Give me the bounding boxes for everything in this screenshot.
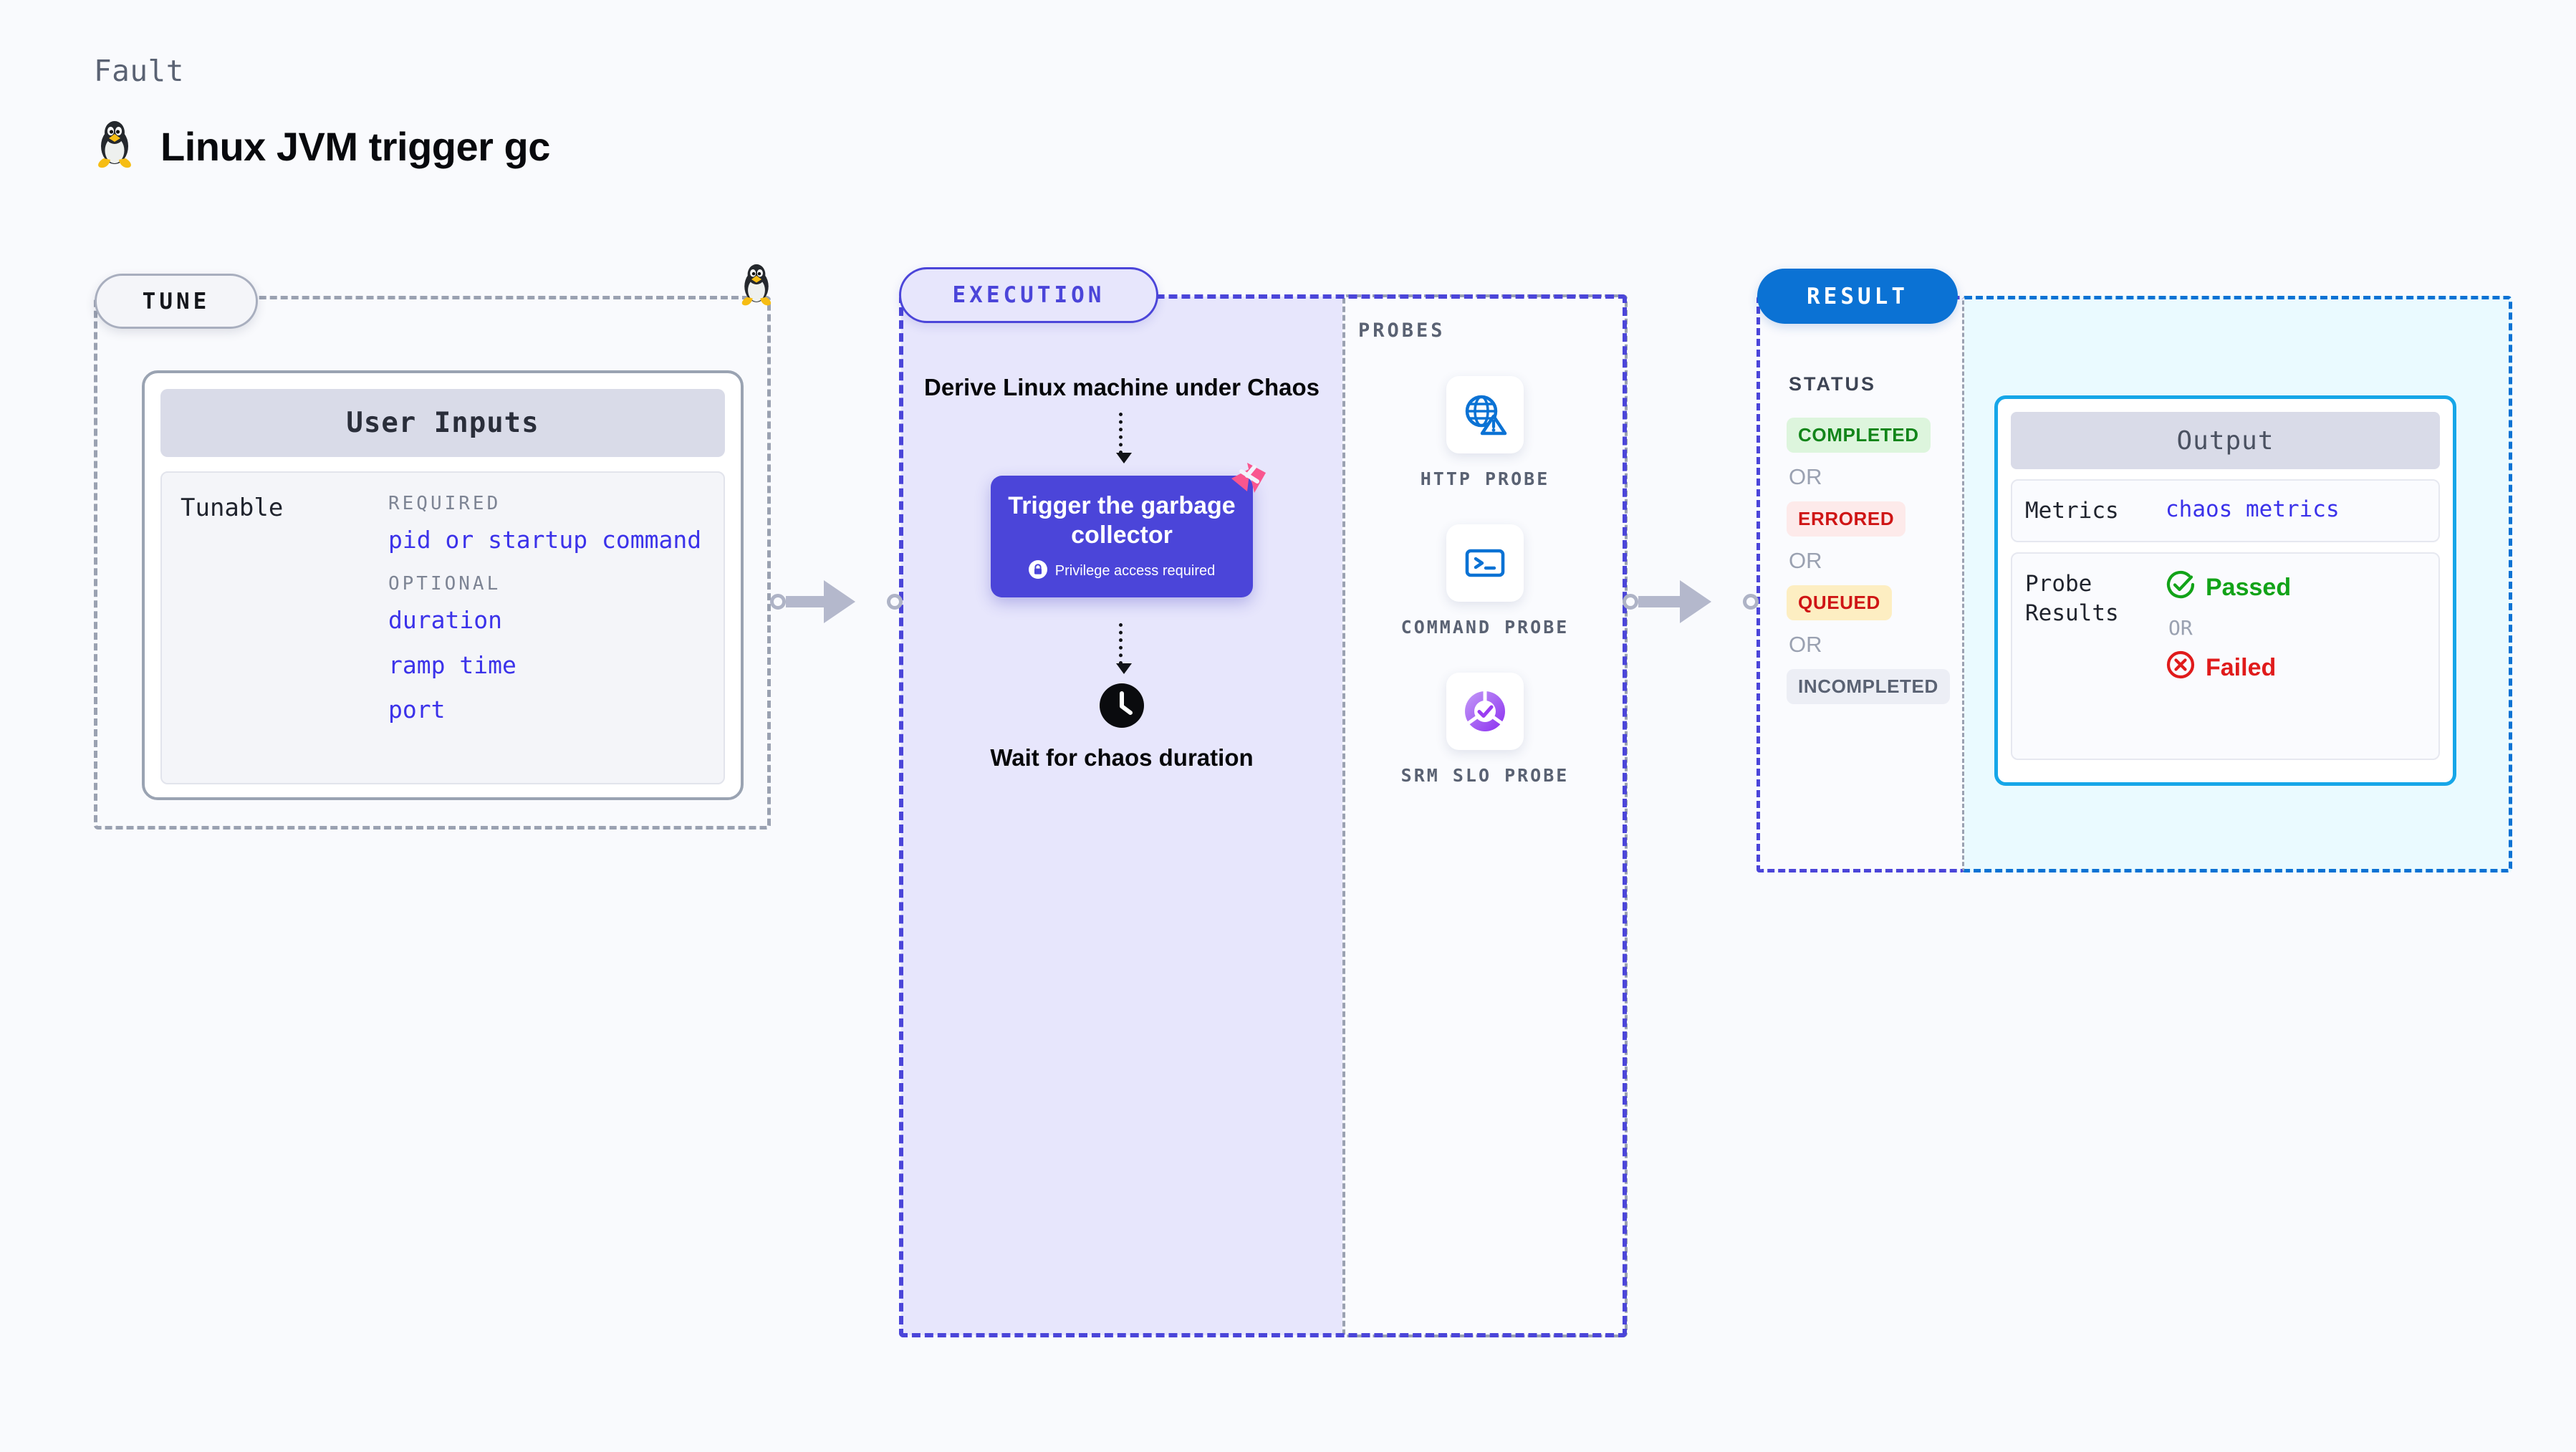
- clock-icon: [1099, 683, 1144, 731]
- or-separator: OR: [1789, 548, 1822, 573]
- probe-results-values: Passed OR Failed: [2166, 569, 2426, 686]
- step-wait-label: Wait for chaos duration: [990, 744, 1254, 771]
- tunable-item[interactable]: duration: [388, 606, 502, 635]
- tunable-label: Tunable: [181, 494, 284, 522]
- page-title-row: Linux JVM trigger gc: [94, 120, 550, 173]
- page-kicker: Fault: [94, 54, 184, 88]
- connector-bar: [786, 596, 825, 607]
- result-status-region: [1756, 296, 1964, 872]
- tune-section-pill[interactable]: TUNE: [95, 274, 258, 329]
- status-badge-completed: COMPLETED: [1787, 418, 1931, 453]
- execution-region: [899, 294, 1627, 1337]
- linux-penguin-icon: [94, 120, 135, 173]
- lock-icon: [1028, 559, 1047, 583]
- connector-execution-to-result: [1623, 580, 1759, 623]
- connector-endpoint-dot: [770, 594, 786, 610]
- connector-endpoint-dot: [1623, 594, 1638, 610]
- privilege-note-label: Privilege access required: [1054, 563, 1216, 580]
- chaos-triangle-icon: [1226, 457, 1272, 506]
- connector-arrowhead: [824, 580, 887, 623]
- step-derive-label: Derive Linux machine under Chaos: [924, 374, 1320, 400]
- tunable-list: REQUIRED pid or startup command OPTIONAL…: [388, 493, 709, 783]
- tunable-item[interactable]: port: [388, 695, 446, 723]
- probe-results-key: Probe Results: [2025, 571, 2119, 626]
- tunable-item[interactable]: pid or startup command: [388, 526, 702, 554]
- probe-list: HTTP PROBE COMMAND PROBE: [1342, 376, 1628, 787]
- metrics-value-link[interactable]: chaos metrics: [2166, 496, 2340, 522]
- probe-item-http[interactable]: HTTP PROBE: [1421, 376, 1550, 491]
- probe-label: SRM SLO PROBE: [1400, 764, 1570, 786]
- execution-flow: Derive Linux machine under Chaos Trigger…: [901, 372, 1342, 773]
- status-badge-queued: QUEUED: [1787, 585, 1892, 620]
- probe-result-failed: Failed: [2166, 650, 2426, 686]
- status-badge-incompleted: INCOMPLETED: [1787, 669, 1950, 704]
- connector-endpoint-dot: [1743, 594, 1759, 610]
- result-section-pill[interactable]: RESULT: [1757, 269, 1958, 324]
- privilege-note: Privilege access required: [1002, 559, 1241, 583]
- execution-section-pill[interactable]: EXECUTION: [899, 267, 1158, 323]
- tune-region: [94, 296, 771, 830]
- user-inputs-title: User Inputs: [160, 389, 725, 457]
- passed-label: Passed: [2206, 574, 2292, 602]
- connector-arrowhead: [1680, 580, 1743, 623]
- output-card: Output Metrics chaos metrics Probe Resul…: [1994, 395, 2456, 786]
- check-circle-icon: [2166, 569, 2196, 606]
- terminal-icon: [1446, 524, 1524, 602]
- page-title: Linux JVM trigger gc: [160, 124, 550, 169]
- execution-fill: [901, 297, 1342, 1335]
- failed-label: Failed: [2206, 654, 2277, 682]
- output-title: Output: [2011, 412, 2440, 469]
- trigger-gc-title: Trigger the garbage collector: [1008, 492, 1236, 549]
- or-separator: OR: [2168, 616, 2193, 640]
- metrics-key: Metrics: [2025, 498, 2119, 524]
- wait-step: Wait for chaos duration: [990, 670, 1254, 773]
- probe-item-command[interactable]: COMMAND PROBE: [1401, 524, 1570, 640]
- group-heading-optional: OPTIONAL: [388, 573, 501, 595]
- output-row-probe-results: Probe Results Passed OR: [2011, 552, 2440, 761]
- tunable-item[interactable]: ramp time: [388, 650, 516, 679]
- probe-label: COMMAND PROBE: [1400, 616, 1570, 638]
- probes-section-label: PROBES: [1358, 319, 1446, 342]
- status-badge-errored: ERRORED: [1787, 501, 1906, 537]
- connector-tune-to-execution: [770, 580, 903, 623]
- user-inputs-body: Tunable REQUIRED pid or startup command …: [160, 471, 725, 784]
- probe-label: HTTP PROBE: [1420, 468, 1550, 489]
- linux-penguin-icon: [738, 264, 775, 310]
- group-heading-required: REQUIRED: [388, 493, 501, 514]
- or-separator: OR: [1789, 632, 1822, 657]
- user-inputs-card: User Inputs Tunable REQUIRED pid or star…: [142, 370, 744, 800]
- or-separator: OR: [1789, 464, 1822, 489]
- flow-arrow-2: [1115, 622, 1132, 674]
- slo-donut-check-icon: [1446, 672, 1524, 750]
- probe-result-passed: Passed: [2166, 569, 2426, 606]
- probe-item-srm-slo[interactable]: SRM SLO PROBE: [1400, 672, 1570, 788]
- status-list: COMPLETED OR ERRORED OR QUEUED OR INCOMP…: [1787, 418, 1951, 704]
- output-row-metrics: Metrics chaos metrics: [2011, 479, 2440, 543]
- connector-endpoint-dot: [887, 594, 903, 610]
- status-label: STATUS: [1789, 373, 1876, 395]
- globe-warning-icon: [1446, 376, 1524, 453]
- x-circle-icon: [2166, 650, 2196, 686]
- connector-bar: [1638, 596, 1681, 607]
- trigger-gc-card[interactable]: Trigger the garbage collector Privilege …: [991, 463, 1266, 597]
- flow-arrow-1: [1115, 413, 1132, 464]
